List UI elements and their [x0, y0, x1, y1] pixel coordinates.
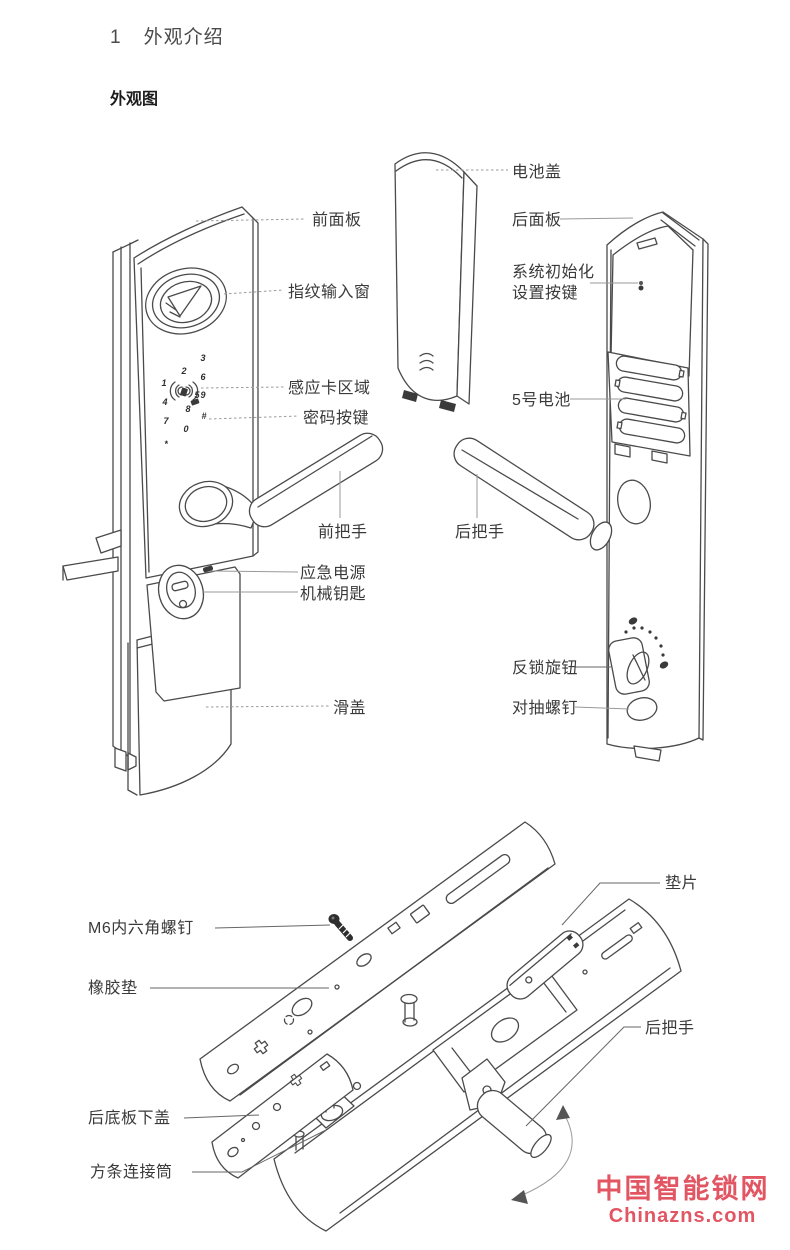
keypad-key: 3: [200, 353, 205, 363]
label-password-keys: 密码按键: [303, 410, 370, 427]
watermark-site-name: 中国智能锁网: [595, 1174, 770, 1204]
keypad-key: 8: [185, 404, 190, 414]
label-base-cover: 后底板下盖: [88, 1110, 171, 1127]
back-lock-illustration: [453, 211, 709, 762]
section-number: 1: [110, 27, 122, 48]
gasket-part: [506, 930, 584, 1000]
label-antilock-knob: 反锁旋钮: [512, 660, 579, 677]
keypad-key: 4: [161, 397, 167, 407]
keypad-key: 6: [200, 372, 206, 382]
keypad-key: 0: [183, 424, 188, 434]
front-lock-illustration: 1 2 3 4 5 6 7 8 9 * 0 #: [62, 206, 384, 796]
keypad-digits: 1 2 3 4 5 6 7 8 9 * 0 #: [161, 353, 206, 449]
label-square-connector: 方条连接筒: [90, 1164, 173, 1181]
rotation-arrow: [519, 1111, 573, 1197]
page-title: 1 外观介绍: [110, 22, 224, 49]
label-emergency-power: 应急电源: [300, 565, 367, 582]
keypad-key: 1: [161, 378, 166, 388]
battery-cover-illustration: [394, 152, 478, 412]
keypad-key: #: [201, 411, 206, 421]
keypad-key: 9: [200, 390, 205, 400]
label-back-handle: 后把手: [455, 524, 505, 541]
label-back-panel: 后面板: [512, 212, 562, 229]
label-gasket: 垫片: [665, 875, 699, 892]
reset-button-dot: [638, 285, 644, 291]
label-front-handle: 前把手: [318, 524, 368, 541]
label-front-panel: 前面板: [312, 212, 362, 229]
keypad-key: 2: [180, 366, 186, 376]
m6-screw-part: [328, 914, 353, 941]
label-m6-screw: M6内六角螺钉: [88, 920, 194, 937]
label-mechanical-key: 机械钥匙: [300, 586, 367, 603]
aa-batteries: [614, 355, 687, 444]
watermark: 中国智能锁网 Chinazns.com: [585, 1174, 780, 1228]
label-screw: 对抽螺钉: [512, 700, 579, 717]
label-card-area: 感应卡区域: [288, 380, 371, 397]
label-init-button: 系统初始化 设置按键: [512, 264, 595, 302]
knob-position-dots: [624, 626, 665, 657]
label-battery-cover: 电池盖: [512, 164, 562, 181]
label-slide-cover: 滑盖: [333, 700, 367, 717]
label-back-handle-exploded: 后把手: [645, 1020, 695, 1037]
label-aa-battery: 5号电池: [512, 392, 571, 409]
card-sensor-icon: [169, 381, 200, 406]
keypad-key: 7: [163, 416, 169, 426]
figure-heading: 外观图: [110, 91, 159, 108]
watermark-site-url: Chinazns.com: [608, 1205, 757, 1228]
leader-lines: [150, 169, 660, 1173]
section-title-text: 外观介绍: [143, 27, 224, 48]
keypad-key: 5: [194, 390, 200, 400]
label-rubber-pad: 橡胶垫: [88, 980, 138, 997]
exploded-parts-illustration: [199, 821, 682, 1232]
label-fingerprint-window: 指纹输入窗: [288, 284, 371, 301]
keypad-key: *: [164, 439, 168, 449]
